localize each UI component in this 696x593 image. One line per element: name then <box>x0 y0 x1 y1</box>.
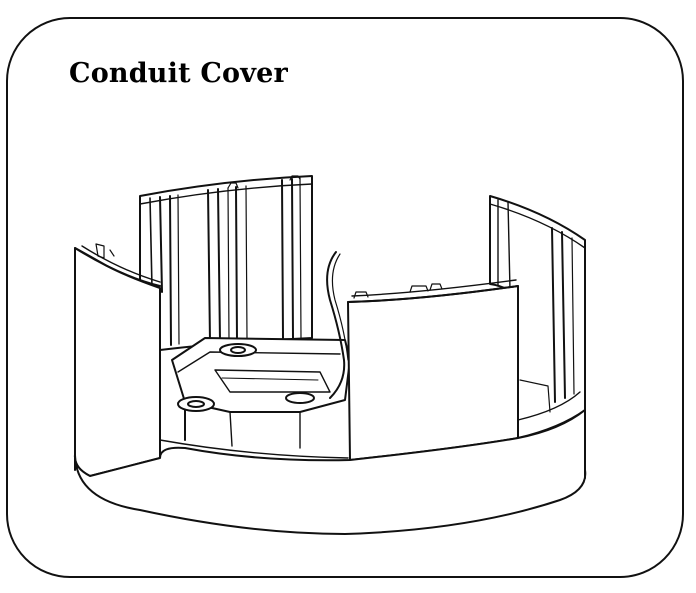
right-wall-segment <box>489 195 586 439</box>
cable <box>326 251 349 399</box>
mounting-plate <box>171 337 351 449</box>
left-front-wall <box>73 243 161 477</box>
cylindrical-base <box>73 379 587 535</box>
front-center-panel <box>347 279 519 461</box>
back-wall <box>139 175 313 351</box>
page-title: Conduit Cover <box>69 58 288 89</box>
